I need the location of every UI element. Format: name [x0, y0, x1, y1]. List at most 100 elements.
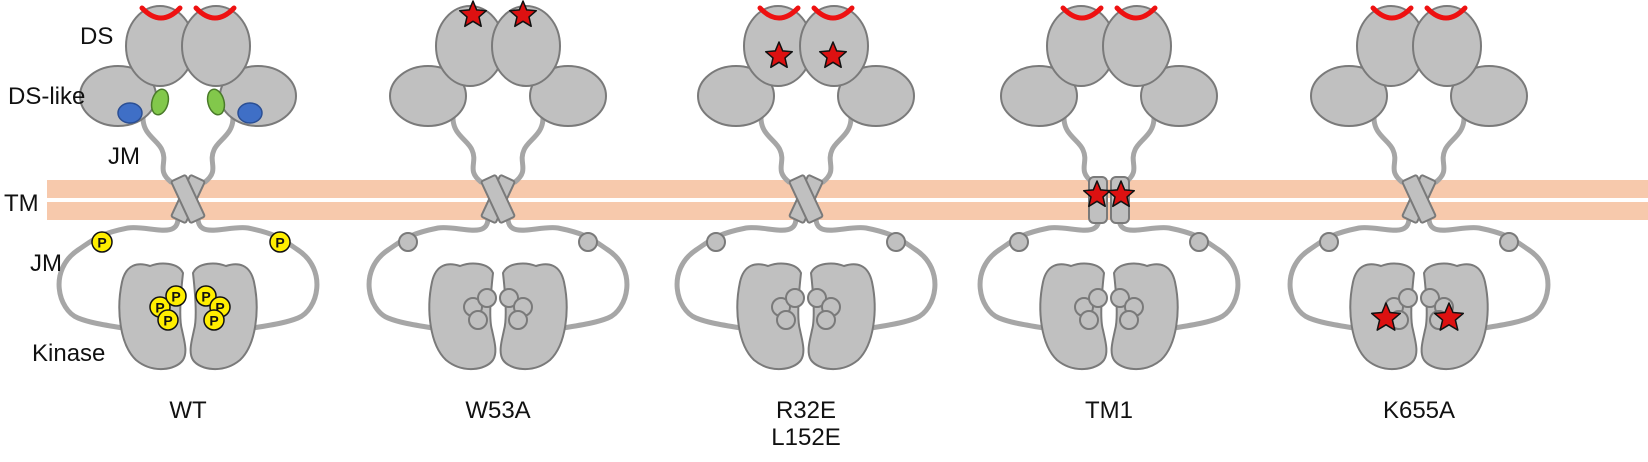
- binding-site-crescent: [1424, 5, 1468, 21]
- jm-site: [398, 232, 418, 252]
- membrane-bilayer: [47, 180, 1648, 220]
- jm-site: [886, 232, 906, 252]
- label-jm-top: JM: [108, 143, 140, 170]
- kinase-subsite: [1398, 288, 1418, 308]
- membrane-outer-leaflet: [47, 180, 1648, 198]
- phosphate-icon: [157, 309, 179, 331]
- jm-site: [1499, 232, 1519, 252]
- jm-linker-extracellular: [1433, 115, 1467, 185]
- ds-like-green-site: [150, 88, 170, 116]
- jm-linker-extracellular: [512, 115, 546, 185]
- jm-linker-extracellular: [1371, 115, 1405, 185]
- kinase-subsite: [468, 310, 488, 330]
- tm-helix: [1401, 174, 1437, 224]
- tm-helix: [788, 174, 824, 224]
- ds-like-blue-site: [237, 102, 263, 124]
- binding-site-crescent: [1370, 5, 1414, 21]
- domain-labels: DS DS-like JM TM JM Kinase: [4, 23, 140, 367]
- jm-site: [1189, 232, 1209, 252]
- jm-linker-intracellular: [813, 215, 938, 331]
- phosphate-label: P: [215, 300, 224, 316]
- receptor-dimer-k655a: [1287, 5, 1551, 370]
- kinase-subsite: [1079, 310, 1099, 330]
- ds-like-domain: [1310, 65, 1388, 127]
- jm-linker-intracellular: [674, 215, 799, 331]
- star-icon: [1433, 302, 1465, 331]
- kinase-subsite: [776, 310, 796, 330]
- phosphate-icon: [91, 231, 113, 253]
- jm-linker-extracellular: [758, 115, 792, 185]
- phosphate-label: P: [155, 300, 164, 316]
- ds-like-domain: [1000, 65, 1078, 127]
- kinase-subsite: [508, 310, 528, 330]
- variant-label: WT: [169, 397, 207, 424]
- receptor-dimer-w53a: [366, 0, 630, 370]
- jm-linker-intracellular: [56, 215, 181, 331]
- ds-like-domain: [837, 65, 915, 127]
- phosphate-icon: [203, 309, 225, 331]
- kinase-subsite: [785, 288, 805, 308]
- star-icon: [764, 41, 794, 69]
- ds-like-green-site: [206, 88, 226, 116]
- ds-domain: [1412, 5, 1482, 87]
- star-icon: [818, 41, 848, 69]
- jm-site: [1009, 232, 1029, 252]
- kinase-subsite: [477, 288, 497, 308]
- ds-like-domain: [1140, 65, 1218, 127]
- jm-linker-intracellular: [505, 215, 630, 331]
- jm-linker-intracellular: [1287, 215, 1412, 331]
- binding-site-crescent: [139, 5, 183, 21]
- jm-linker-extracellular: [202, 115, 236, 185]
- phosphate-label: P: [201, 289, 210, 305]
- kinase-subsite: [1088, 288, 1108, 308]
- jm-linker-extracellular: [140, 115, 174, 185]
- tm-helix: [480, 174, 516, 224]
- jm-site: [706, 232, 726, 252]
- jm-linker-intracellular: [1116, 215, 1241, 331]
- kinase-domain: [807, 262, 876, 370]
- jm-linker-extracellular: [1061, 115, 1095, 185]
- ds-like-blue-site: [117, 102, 143, 124]
- tm-helix: [170, 174, 206, 224]
- phosphate-label: P: [275, 235, 284, 251]
- phosphate-icon: [165, 285, 187, 307]
- kinase-domain: [1110, 262, 1179, 370]
- star-icon: [458, 0, 488, 28]
- kinase-subsite: [807, 288, 827, 308]
- receptor-dimer-r32e-l152e: [674, 5, 938, 370]
- ds-like-domain: [697, 65, 775, 127]
- binding-site-crescent: [811, 5, 855, 21]
- binding-site-crescent: [757, 5, 801, 21]
- phosphate-label: P: [163, 313, 172, 329]
- jm-linker-extracellular: [450, 115, 484, 185]
- kinase-domain: [1039, 262, 1108, 370]
- jm-linker-intracellular: [366, 215, 491, 331]
- binding-site-crescent: [1060, 5, 1104, 21]
- variant-label: K655A: [1383, 397, 1455, 424]
- ds-like-domain: [529, 65, 607, 127]
- label-ds-like: DS-like: [8, 83, 85, 110]
- star-icon: [508, 0, 538, 28]
- jm-site: [1319, 232, 1339, 252]
- jm-linker-intracellular: [1426, 215, 1551, 331]
- phosphate-icon: [195, 285, 217, 307]
- jm-linker-extracellular: [820, 115, 854, 185]
- label-kinase: Kinase: [32, 340, 105, 367]
- star-icon: [1370, 302, 1402, 331]
- variant-label: L152E: [771, 424, 840, 451]
- phosphate-icon: [269, 231, 291, 253]
- binding-site-crescent: [193, 5, 237, 21]
- jm-linker-intracellular: [977, 215, 1102, 331]
- kinase-subsite: [1110, 288, 1130, 308]
- ds-like-domain: [1450, 65, 1528, 127]
- receptor-dimer-tm1: [977, 5, 1241, 370]
- label-jm-bottom: JM: [30, 250, 62, 277]
- variant-label: W53A: [465, 397, 530, 424]
- phosphate-label: P: [209, 313, 218, 329]
- kinase-subsite: [499, 288, 519, 308]
- kinase-domain: [736, 262, 805, 370]
- binding-site-crescent: [1114, 5, 1158, 21]
